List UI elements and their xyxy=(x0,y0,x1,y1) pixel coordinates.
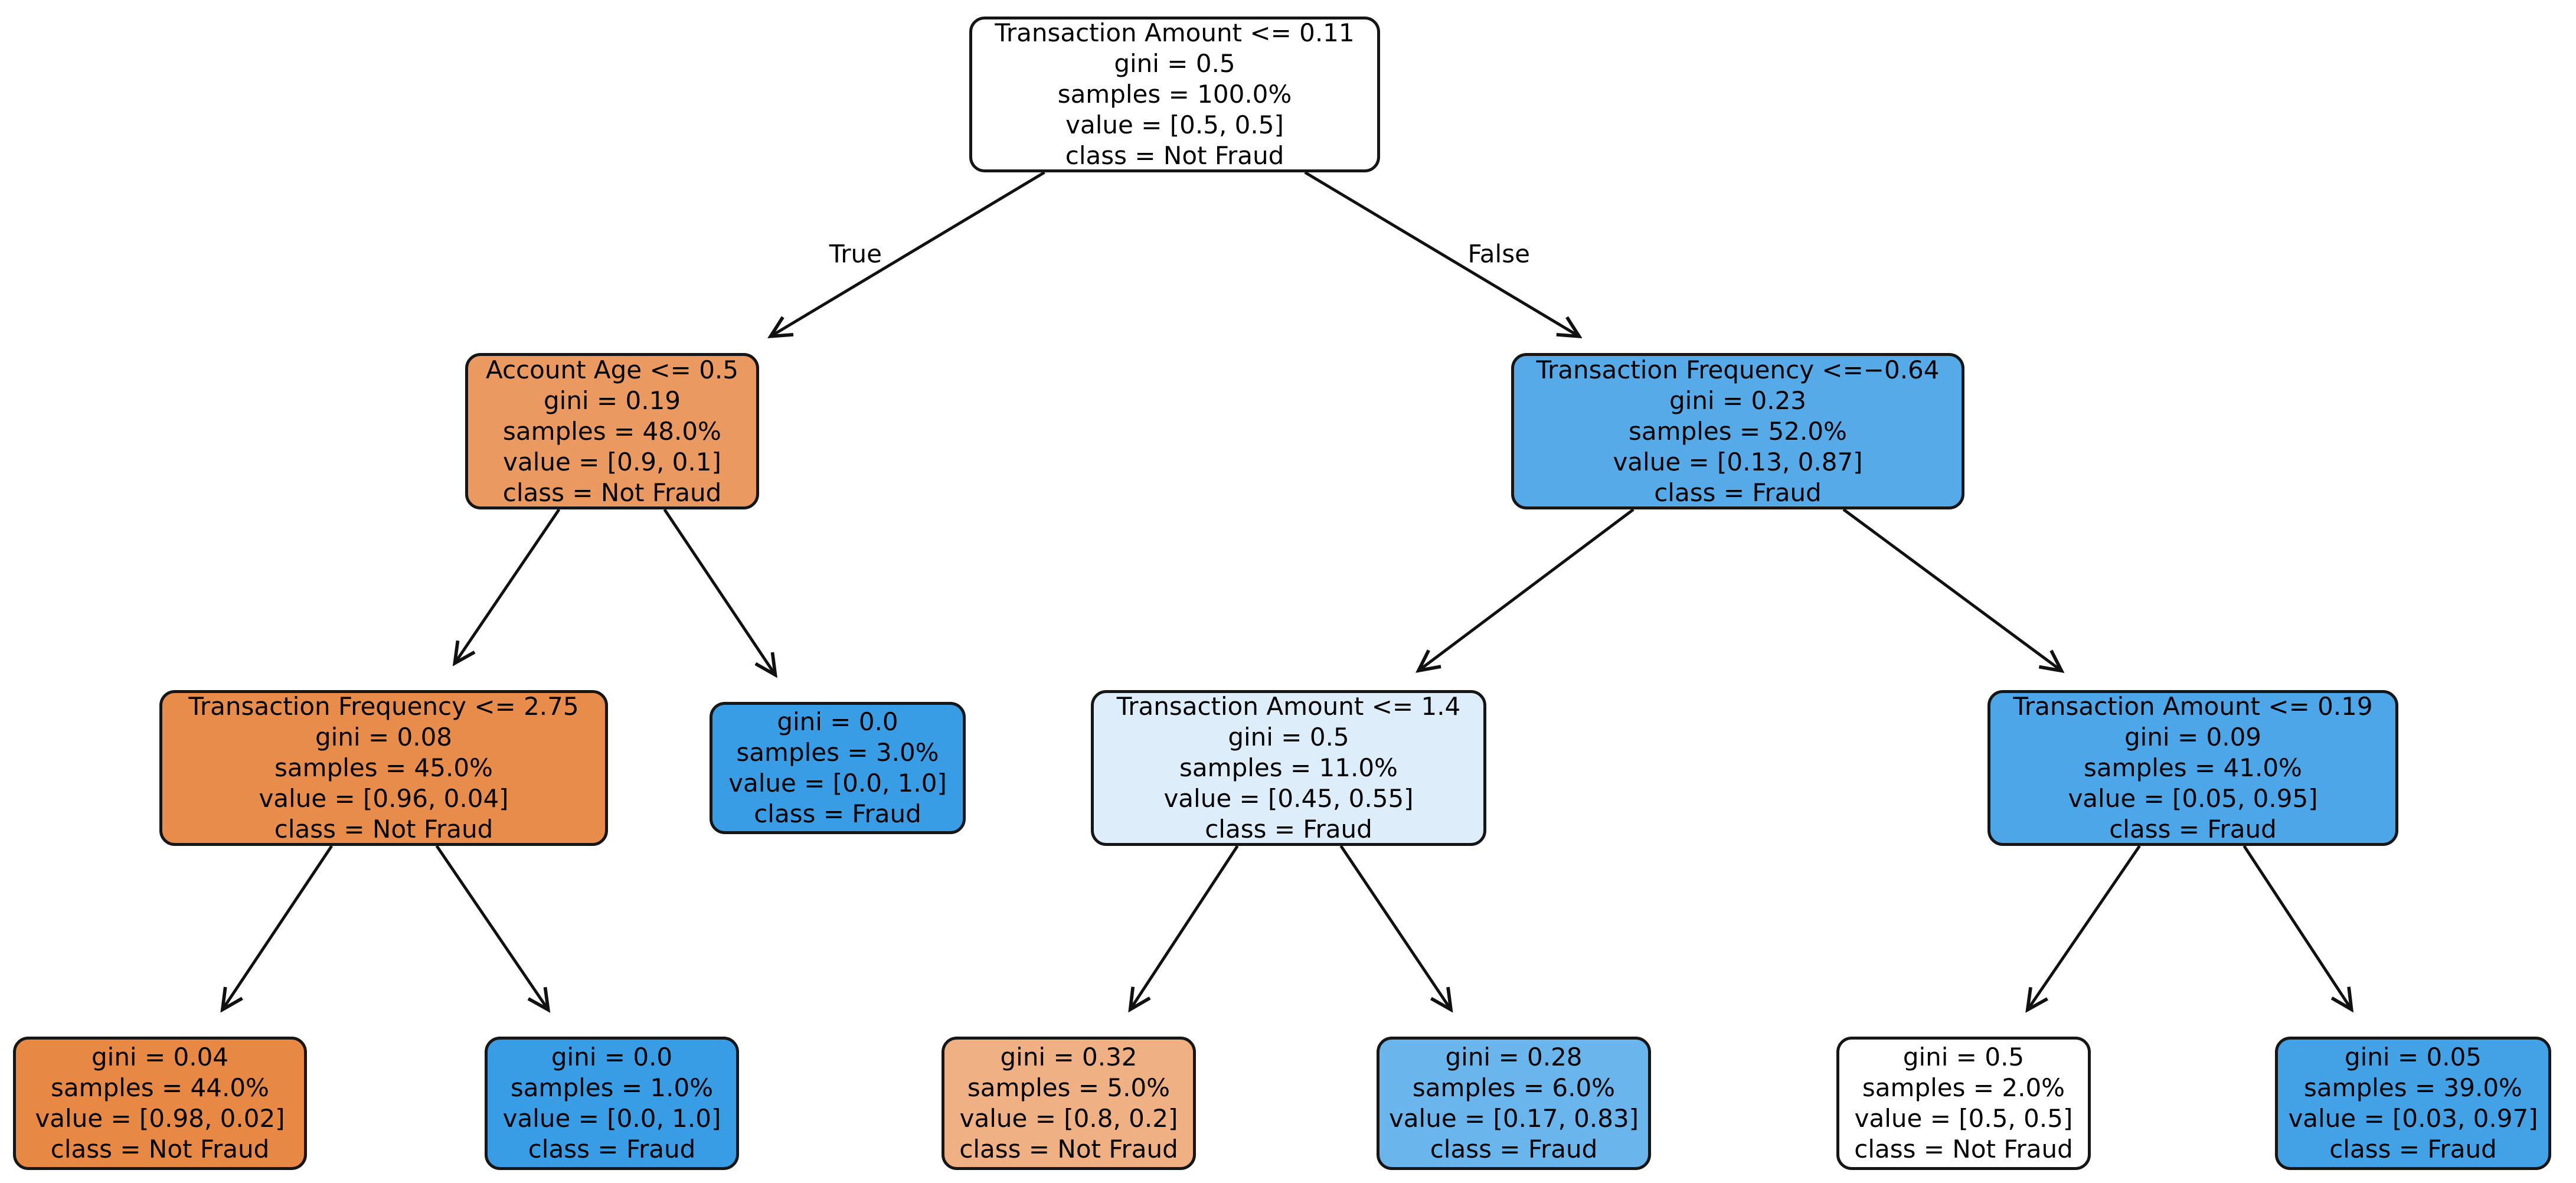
node-text-line: samples = 100.0% xyxy=(1057,80,1292,109)
node-text-line: gini = 0.0 xyxy=(551,1043,673,1071)
node-text-line: samples = 3.0% xyxy=(736,738,939,767)
node-text-line: class = Not Fraud xyxy=(502,478,722,507)
node-text-line: value = [0.03, 0.97] xyxy=(2288,1104,2538,1133)
node-text-line: value = [0.8, 0.2] xyxy=(959,1104,1178,1133)
node-text-line: value = [0.45, 0.55] xyxy=(1163,784,1414,813)
node-text-line: samples = 2.0% xyxy=(1862,1073,2065,1102)
node-text-line: samples = 45.0% xyxy=(274,753,493,782)
node-text-line: gini = 0.09 xyxy=(2124,723,2262,751)
node-text-line: value = [0.5, 0.5] xyxy=(1065,110,1284,139)
tree-edge-n5-n10 xyxy=(1339,845,1451,1009)
node-text-line: class = Not Fraud xyxy=(1854,1135,2073,1164)
node-text-line: class = Fraud xyxy=(1654,478,1822,507)
node-text-line: gini = 0.5 xyxy=(1228,723,1349,751)
node-text-line: value = [0.5, 0.5] xyxy=(1854,1104,2073,1133)
tree-edge-n1-n3 xyxy=(455,508,561,663)
node-text-line: class = Not Fraud xyxy=(274,815,493,844)
node-text-line: gini = 0.19 xyxy=(543,385,681,415)
node-text-line: samples = 6.0% xyxy=(1412,1073,1616,1102)
node-text-line: gini = 0.05 xyxy=(2344,1043,2482,1071)
node-text-line: gini = 0.5 xyxy=(1114,49,1235,78)
node-text-line: gini = 0.0 xyxy=(777,707,898,736)
node-text-line: samples = 52.0% xyxy=(1629,416,1847,446)
node-text-line: value = [0.96, 0.04] xyxy=(259,784,509,813)
node-text-line: gini = 0.23 xyxy=(1669,385,1807,415)
node-text-line: class = Not Fraud xyxy=(50,1135,270,1164)
node-text-line: gini = 0.28 xyxy=(1445,1043,1583,1071)
node-text-line: class = Fraud xyxy=(2109,815,2277,844)
node-text-line: class = Not Fraud xyxy=(959,1135,1178,1164)
node-text-line: Transaction Amount <= 0.19 xyxy=(2013,692,2373,721)
node-text-line: value = [0.9, 0.1] xyxy=(503,447,721,476)
edge-label-true: True xyxy=(829,239,882,269)
tree-edge-n3-n7 xyxy=(223,845,334,1009)
node-text-line: class = Fraud xyxy=(754,799,921,828)
tree-edge-n1-n4 xyxy=(663,508,776,675)
node-text-line: samples = 44.0% xyxy=(51,1073,269,1102)
node-text-line: value = [0.05, 0.95] xyxy=(2068,784,2318,813)
node-text-line: class = Fraud xyxy=(2329,1135,2497,1164)
edge-label-false: False xyxy=(1467,239,1530,269)
node-text-line: samples = 11.0% xyxy=(1179,753,1398,782)
node-text-line: gini = 0.32 xyxy=(1000,1043,1137,1071)
node-text-line: Transaction Frequency <= 2.75 xyxy=(188,692,579,721)
tree-edge-n2-n5 xyxy=(1418,508,1634,671)
node-text-line: class = Fraud xyxy=(1205,815,1372,844)
node-text-line: class = Not Fraud xyxy=(1065,141,1284,170)
tree-edge-n3-n8 xyxy=(435,845,548,1010)
tree-edge-n5-n9 xyxy=(1130,845,1239,1009)
node-text-line: Transaction Amount <= 1.4 xyxy=(1116,692,1461,721)
node-text-line: Transaction Amount <= 0.11 xyxy=(995,18,1355,47)
node-text-line: gini = 0.04 xyxy=(91,1043,229,1071)
tree-edge-n6-n11 xyxy=(2028,845,2141,1010)
node-text-line: value = [0.13, 0.87] xyxy=(1613,447,1863,476)
node-text-line: value = [0.0, 1.0] xyxy=(502,1104,721,1133)
node-text-line: samples = 41.0% xyxy=(2084,753,2302,782)
tree-edge-n6-n12 xyxy=(2242,845,2352,1009)
node-text-line: gini = 0.08 xyxy=(315,723,453,751)
node-text-line: Transaction Frequency <=−0.64 xyxy=(1536,355,1940,384)
node-text-line: samples = 48.0% xyxy=(503,416,721,446)
node-text-line: Account Age <= 0.5 xyxy=(485,355,739,384)
node-text-line: samples = 1.0% xyxy=(510,1073,714,1102)
node-text-line: samples = 39.0% xyxy=(2304,1073,2522,1102)
node-text-line: value = [0.0, 1.0] xyxy=(728,769,947,798)
tree-edge-n0-n1 xyxy=(771,171,1045,336)
node-text-line: class = Fraud xyxy=(1430,1135,1598,1164)
node-text-line: class = Fraud xyxy=(528,1135,696,1164)
node-text-line: samples = 5.0% xyxy=(967,1073,1171,1102)
node-text-line: value = [0.17, 0.83] xyxy=(1388,1104,1639,1133)
tree-edge-n2-n6 xyxy=(1842,508,2061,671)
tree-edge-n0-n2 xyxy=(1304,171,1579,336)
node-text-line: value = [0.98, 0.02] xyxy=(35,1104,285,1133)
node-text-line: gini = 0.5 xyxy=(1902,1043,2025,1071)
